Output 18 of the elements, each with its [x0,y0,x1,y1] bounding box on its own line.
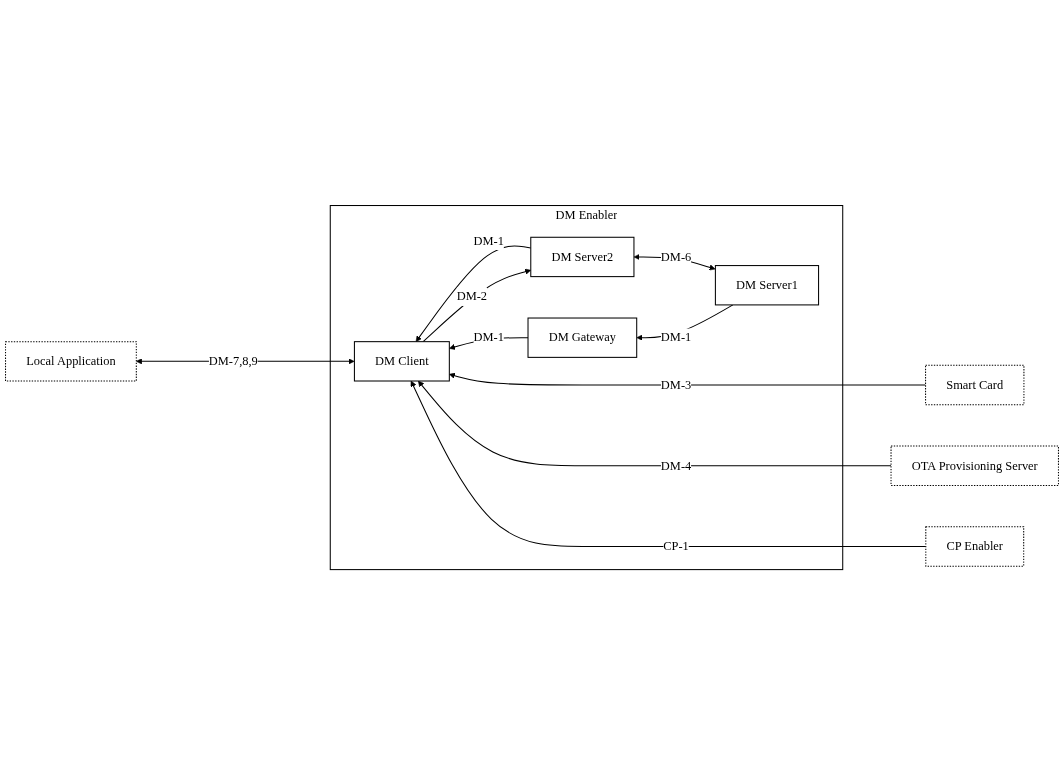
edge-label: CP-1 [663,539,689,554]
edge-label: DM-1 [473,330,504,345]
edge-label: DM-2 [456,289,488,304]
edge-label: DM-1 [473,233,504,248]
node-box: Local Application [5,341,137,382]
edge-label: DM-1 [660,330,692,345]
node-box: DM Gateway [527,317,638,359]
node-box: CP Enabler [925,526,1025,568]
edge-label: DM-7,8,9 [208,354,258,369]
edge-label: DM-6 [660,250,692,264]
edge-label: DM-4 [660,458,692,473]
node-box: DM Client [353,341,450,382]
node-box: DM Server2 [530,237,635,278]
node-box: OTA Provisioning Server [890,445,1059,487]
node-box: DM Server1 [714,265,820,306]
edge-label: DM-3 [660,378,692,392]
node-box: Smart Card [925,365,1025,406]
arrow [417,381,892,467]
